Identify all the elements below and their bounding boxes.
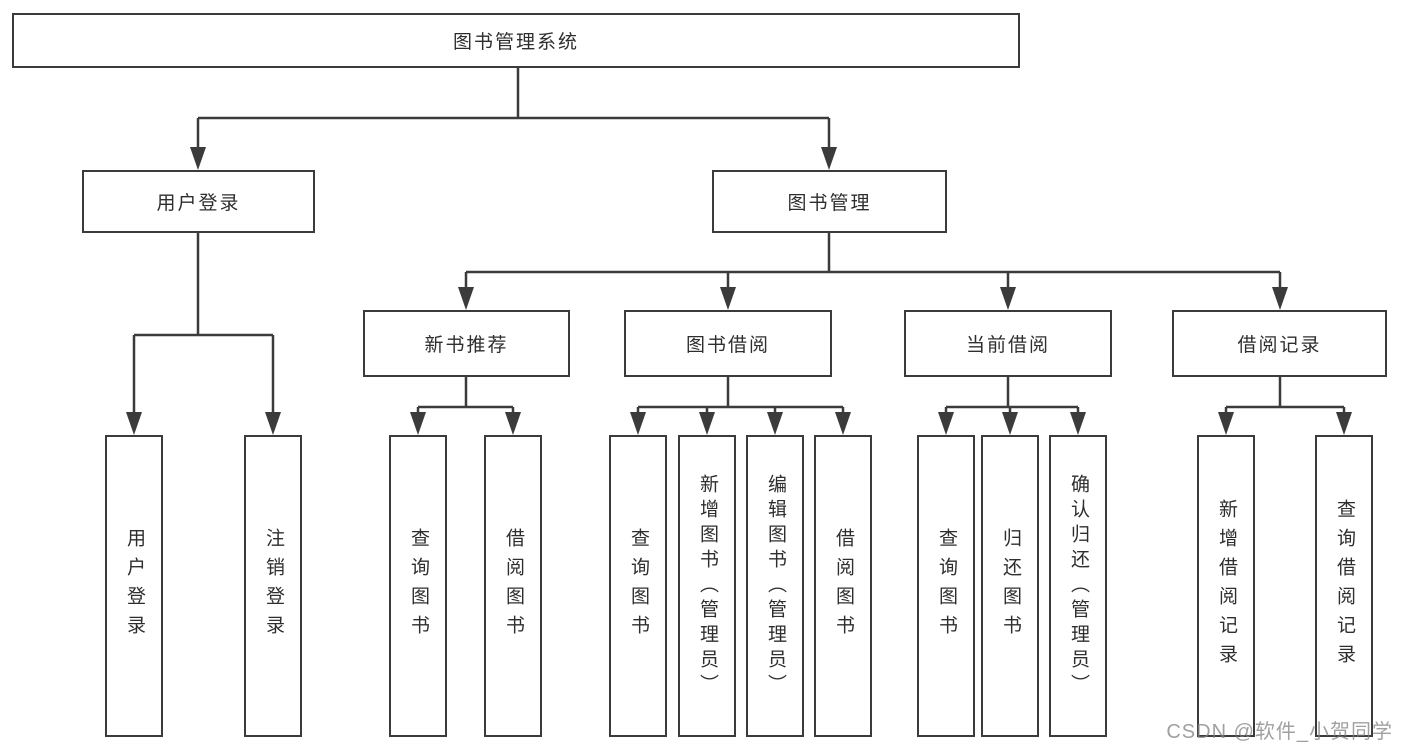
csdn-watermark: CSDN @软件_小贺同学: [1166, 721, 1393, 743]
leaf-query-borrow-record: 查询借阅记录: [1315, 435, 1373, 737]
node-library-management-system: 图书管理系统: [12, 13, 1020, 68]
leaf-return-books: 归还图书: [981, 435, 1039, 737]
leaf-query-books-borrow: 查询图书: [609, 435, 667, 737]
leaf-query-books-recommend: 查询图书: [389, 435, 447, 737]
leaf-add-books-admin: 新增图书（管理员）: [678, 435, 736, 737]
node-user-login: 用户登录: [82, 170, 315, 233]
leaf-confirm-return-admin: 确认归还（管理员）: [1049, 435, 1107, 737]
node-borrowing-records: 借阅记录: [1172, 310, 1387, 377]
node-new-book-recommend: 新书推荐: [363, 310, 570, 377]
node-book-borrowing: 图书借阅: [624, 310, 832, 377]
node-book-management: 图书管理: [712, 170, 947, 233]
leaf-query-books-current: 查询图书: [917, 435, 975, 737]
leaf-borrow-books: 借阅图书: [814, 435, 872, 737]
leaf-logout: 注销登录: [244, 435, 302, 737]
leaf-add-borrow-record: 新增借阅记录: [1197, 435, 1255, 737]
leaf-borrow-books-recommend: 借阅图书: [484, 435, 542, 737]
node-current-borrowing: 当前借阅: [904, 310, 1112, 377]
leaf-user-login: 用户登录: [105, 435, 163, 737]
leaf-edit-books-admin: 编辑图书（管理员）: [746, 435, 804, 737]
